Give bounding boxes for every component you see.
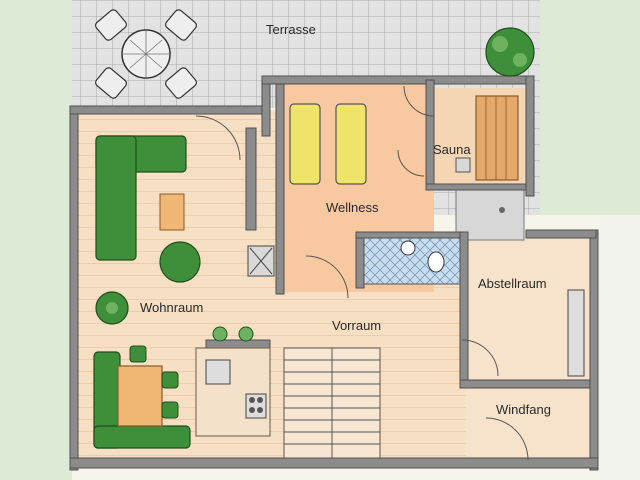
doors <box>195 85 529 461</box>
terrace-table-set <box>95 9 197 99</box>
indoor-plant <box>95 291 129 325</box>
living-label: Wohnraum <box>140 300 204 315</box>
entry-floor <box>466 388 590 460</box>
wellness-label: Wellness <box>326 200 379 215</box>
storage-shelf <box>567 289 585 377</box>
sauna-bench-slats <box>485 96 507 180</box>
outside-lawn-left <box>0 0 72 480</box>
staircase <box>283 347 381 459</box>
sauna-heater <box>455 157 471 173</box>
sauna-label: Sauna <box>433 142 471 157</box>
fireplace <box>247 245 275 277</box>
armchair <box>159 241 201 283</box>
storage-label: Abstellraum <box>478 276 547 291</box>
coffee-table <box>159 193 185 231</box>
dining-table <box>117 365 163 427</box>
kitchen <box>195 326 271 437</box>
living-sofa <box>95 135 187 261</box>
toilet <box>427 251 445 273</box>
shower-drain <box>499 207 505 213</box>
hall-label: Vorraum <box>332 318 382 333</box>
terrace-plant <box>485 27 535 77</box>
shower <box>455 189 525 241</box>
dining-chairs <box>129 345 179 419</box>
outside-lawn-right <box>540 0 640 215</box>
sauna-bench <box>475 95 519 181</box>
entry-label: Windfang <box>496 402 551 417</box>
washbasin <box>400 240 416 256</box>
outside-right-lower <box>600 215 640 480</box>
terrace-label: Terrasse <box>266 22 316 37</box>
wellness-loungers <box>289 103 367 185</box>
